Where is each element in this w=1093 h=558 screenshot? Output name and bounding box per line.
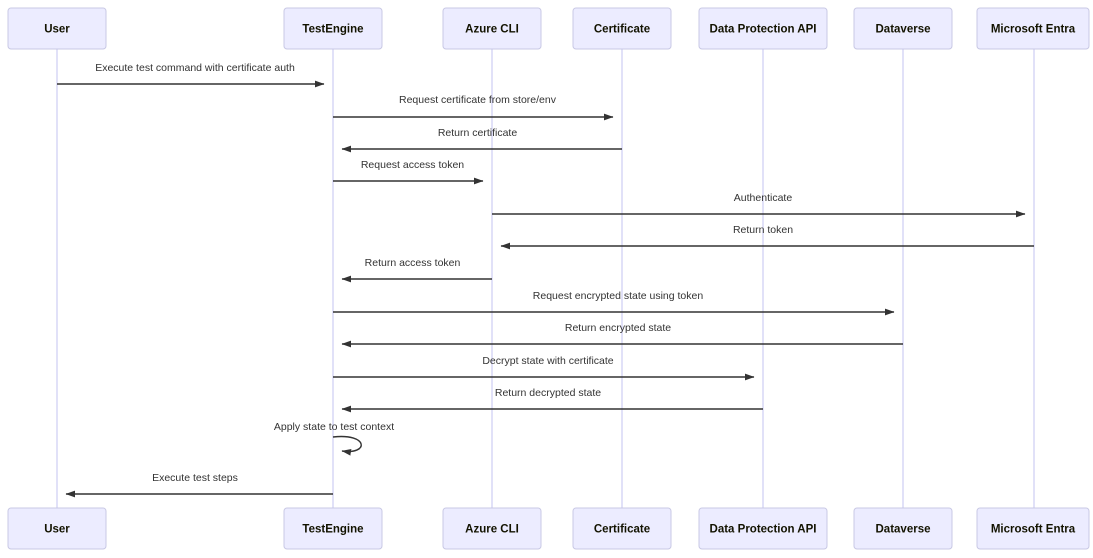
- message-5[interactable]: Authenticate: [492, 192, 1026, 218]
- actor-rect-azurecli: [442, 7, 542, 50]
- message-13[interactable]: Execute test steps: [65, 472, 333, 498]
- message-label-1: Execute test command with certificate au…: [95, 62, 295, 74]
- actor-box-bottom-dpapi[interactable]: Data Protection API: [698, 507, 828, 550]
- actor-label-entra: Microsoft Entra: [991, 24, 1076, 36]
- actor-box-bottom-certificate[interactable]: Certificate: [572, 507, 672, 550]
- message-7[interactable]: Return access token: [341, 257, 492, 283]
- actor-rect-dpapi: [698, 7, 828, 50]
- actor-box-bottom-dataverse[interactable]: Dataverse: [853, 507, 953, 550]
- actor-rect-azurecli: [442, 507, 542, 550]
- message-2[interactable]: Request certificate from store/env: [333, 94, 614, 121]
- actor-box-top-entra[interactable]: Microsoft Entra: [976, 7, 1090, 50]
- actor-rect-user: [7, 507, 107, 550]
- message-8[interactable]: Request encrypted state using token: [333, 290, 895, 316]
- actor-label-testengine: TestEngine: [302, 524, 363, 536]
- message-label-9: Return encrypted state: [565, 322, 671, 334]
- actor-label-testengine: TestEngine: [302, 24, 363, 36]
- actor-label-user: User: [44, 524, 70, 536]
- actor-box-top-azurecli[interactable]: Azure CLI: [442, 7, 542, 50]
- actor-box-top-dataverse[interactable]: Dataverse: [853, 7, 953, 50]
- actor-label-dataverse: Dataverse: [876, 24, 931, 36]
- actor-box-top-dpapi[interactable]: Data Protection API: [698, 7, 828, 50]
- actor-box-top-certificate[interactable]: Certificate: [572, 7, 672, 50]
- actor-label-dpapi: Data Protection API: [710, 24, 817, 36]
- message-12[interactable]: Apply state to test context: [274, 421, 394, 456]
- actor-rect-testengine: [283, 7, 383, 50]
- message-3[interactable]: Return certificate: [341, 127, 622, 153]
- actor-label-certificate: Certificate: [594, 24, 650, 36]
- actor-rect-testengine: [283, 507, 383, 550]
- lifelines-group: [56, 49, 1035, 508]
- actor-rect-dpapi: [698, 507, 828, 550]
- actor-rect-user: [7, 7, 107, 50]
- message-label-5: Authenticate: [734, 192, 793, 204]
- actor-box-bottom-user[interactable]: User: [7, 507, 107, 550]
- message-label-4: Request access token: [361, 159, 464, 171]
- message-label-12: Apply state to test context: [274, 421, 394, 433]
- actor-label-dataverse: Dataverse: [876, 524, 931, 536]
- message-label-7: Return access token: [365, 257, 461, 269]
- actor-rect-dataverse: [853, 507, 953, 550]
- actor-rect-entra: [976, 507, 1090, 550]
- actor-rect-entra: [976, 7, 1090, 50]
- messages-group: Execute test command with certificate au…: [57, 62, 1034, 498]
- message-11[interactable]: Return decrypted state: [341, 387, 763, 413]
- actor-boxes-top: User TestEngine Azure CLI Certificate Data P…: [7, 7, 1090, 50]
- actor-label-azurecli: Azure CLI: [465, 24, 519, 36]
- actor-box-top-testengine[interactable]: TestEngine: [283, 7, 383, 50]
- actor-rect-dataverse: [853, 7, 953, 50]
- actor-rect-certificate: [572, 507, 672, 550]
- message-label-6: Return token: [733, 224, 793, 236]
- message-label-3: Return certificate: [438, 127, 518, 139]
- actor-box-bottom-entra[interactable]: Microsoft Entra: [976, 507, 1090, 550]
- actor-box-bottom-testengine[interactable]: TestEngine: [283, 507, 383, 550]
- actor-box-top-user[interactable]: User: [7, 7, 107, 50]
- message-4[interactable]: Request access token: [333, 159, 484, 185]
- actor-label-certificate: Certificate: [594, 524, 650, 536]
- message-label-2: Request certificate from store/env: [399, 94, 557, 106]
- message-9[interactable]: Return encrypted state: [341, 322, 903, 348]
- actor-boxes-bottom: User TestEngine Azure CLI Certificate Data P…: [7, 507, 1090, 550]
- message-label-8: Request encrypted state using token: [533, 290, 704, 302]
- actor-label-entra: Microsoft Entra: [991, 524, 1076, 536]
- actor-label-dpapi: Data Protection API: [710, 524, 817, 536]
- actor-label-azurecli: Azure CLI: [465, 524, 519, 536]
- message-10[interactable]: Decrypt state with certificate: [333, 355, 755, 381]
- message-label-10: Decrypt state with certificate: [482, 355, 613, 367]
- message-1[interactable]: Execute test command with certificate au…: [57, 62, 325, 88]
- self-loop-path-12: [332, 435, 362, 456]
- actor-label-user: User: [44, 24, 70, 36]
- message-6[interactable]: Return token: [500, 224, 1034, 250]
- actor-rect-certificate: [572, 7, 672, 50]
- actor-box-bottom-azurecli[interactable]: Azure CLI: [442, 507, 542, 550]
- message-label-11: Return decrypted state: [495, 387, 601, 399]
- message-label-13: Execute test steps: [152, 472, 238, 484]
